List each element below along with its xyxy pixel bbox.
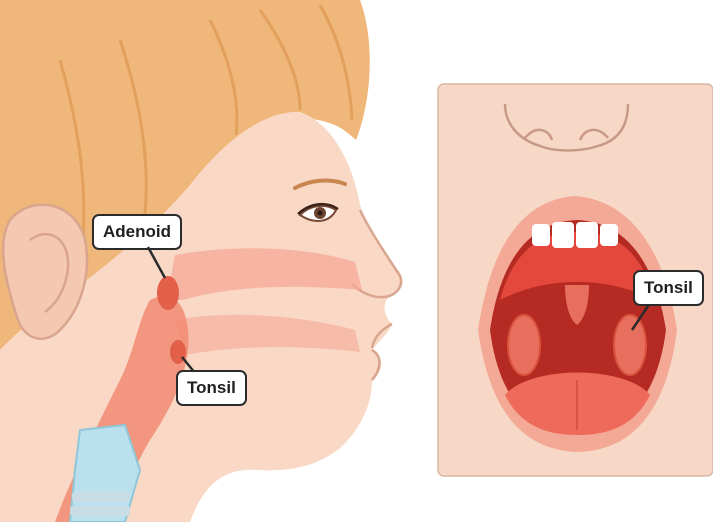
tonsil-front-pointer xyxy=(632,303,650,330)
adenoid-pointer xyxy=(148,247,165,278)
tonsil-side-label: Tonsil xyxy=(176,370,247,406)
tonsil-front-label: Tonsil xyxy=(633,270,704,306)
